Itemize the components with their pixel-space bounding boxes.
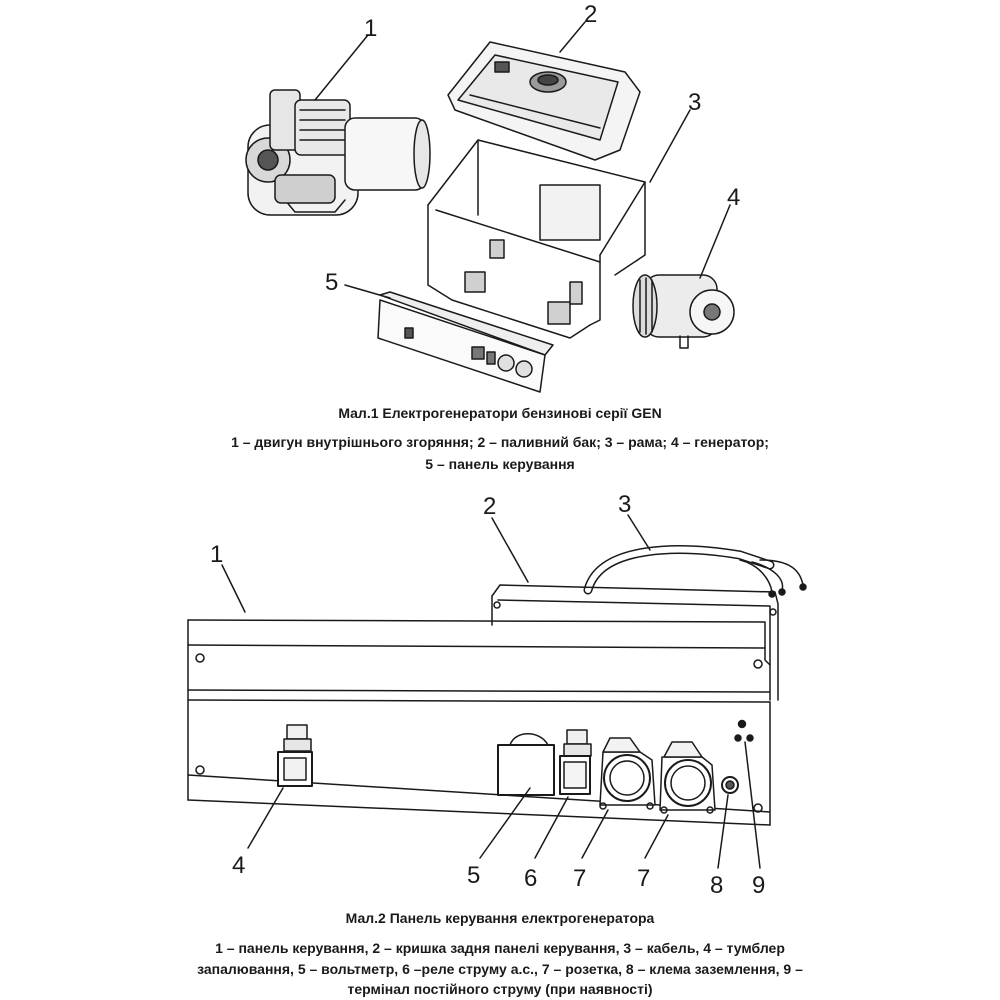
fig2-callout-6: 6	[524, 865, 537, 892]
fig1-callout-4: 4	[727, 184, 740, 211]
fig2-callout-8: 8	[710, 872, 723, 899]
fig2-caption-line2: запалювання, 5 – вольтметр, 6 –реле стру…	[197, 961, 803, 977]
fig1-callout-2: 2	[584, 1, 597, 28]
fig1-fuel-tank	[447, 41, 641, 161]
fig1-frame	[427, 139, 646, 339]
fig2-caption-line1: 1 – панель керування, 2 – кришка задня п…	[215, 940, 785, 956]
fig2-callout-2: 2	[483, 493, 496, 520]
fig1-callout-5: 5	[325, 269, 338, 296]
fig2-caption-title: Мал.2 Панель керування електрогенератора	[345, 910, 655, 926]
fig2-callout-3: 3	[618, 491, 631, 518]
fig2-callout-4: 4	[232, 852, 245, 879]
fig1-control-panel	[377, 291, 554, 393]
fig2-rear-cover	[491, 584, 779, 701]
fig1-callout-1: 1	[364, 15, 377, 42]
fig1-engine	[245, 89, 431, 216]
fig1-caption-line2: 5 – панель керування	[425, 456, 575, 472]
fig1-caption-line1: 1 – двигун внутрішнього згоряння; 2 – па…	[231, 434, 769, 450]
fig2-callout-1: 1	[210, 541, 223, 568]
fig2-caption-line3: термінал постійного струму (при наявност…	[347, 981, 653, 997]
fig1-callout-3: 3	[688, 89, 701, 116]
fig2-callout-9: 9	[752, 872, 765, 899]
fig1-caption-title: Мал.1 Електрогенератори бензинові серії …	[338, 405, 662, 421]
fig2-callout-5: 5	[467, 862, 480, 889]
fig2-callout-7b: 7	[637, 865, 650, 892]
fig1-generator	[632, 274, 735, 349]
fig2-front-panel	[187, 619, 771, 826]
fig2-callout-7a: 7	[573, 865, 586, 892]
fig2-cable	[583, 545, 807, 598]
